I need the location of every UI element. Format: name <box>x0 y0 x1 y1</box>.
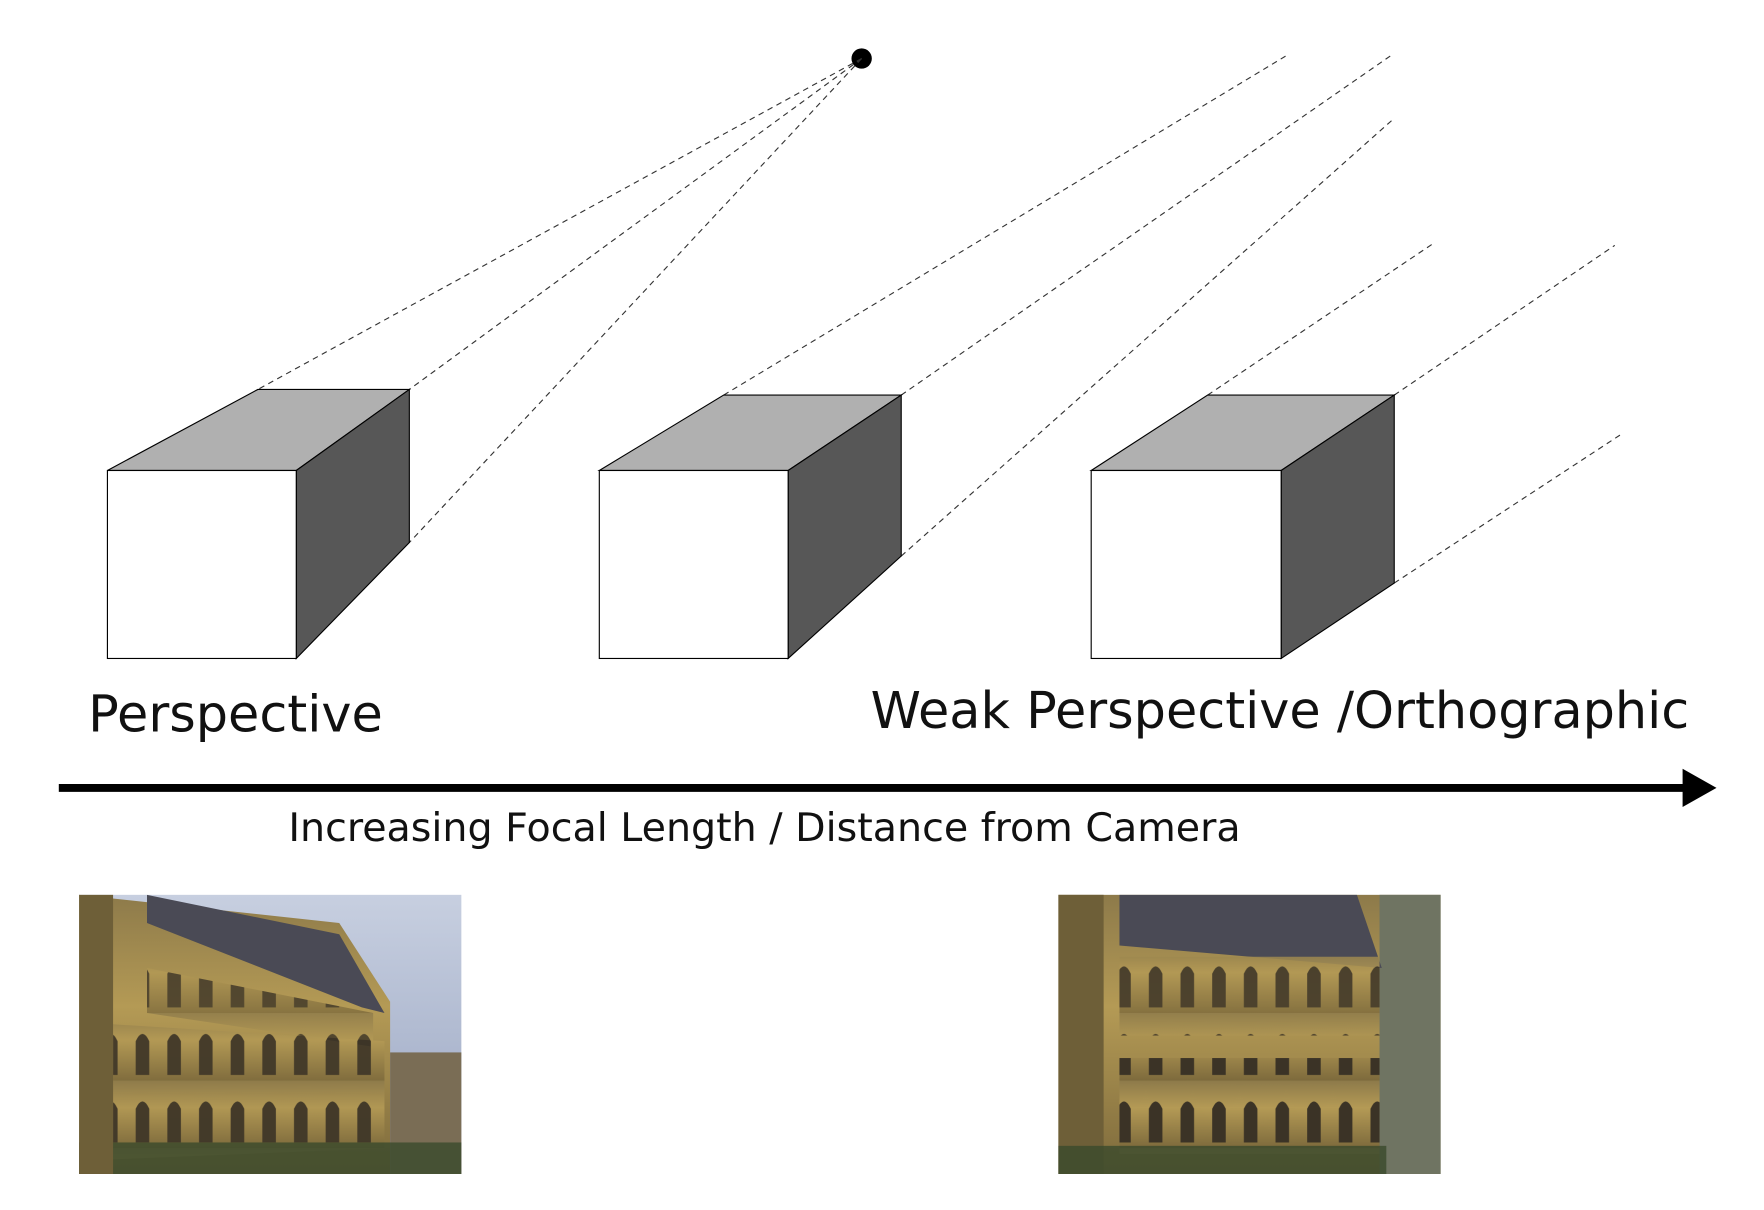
increasing-arrow <box>58 768 1717 808</box>
cube-perspective <box>106 388 412 660</box>
perspective-label: Perspective <box>88 685 383 744</box>
cube-intermediate <box>597 394 904 660</box>
axis-caption: Increasing Focal Length / Distance from … <box>288 805 1240 851</box>
cube-orthographic <box>1089 394 1397 660</box>
building-photo-perspective <box>79 894 462 1174</box>
projection-rays <box>257 53 1623 584</box>
weak-perspective-label: Weak Perspective /Orthographic <box>871 681 1690 740</box>
building-photo-orthographic <box>1058 894 1441 1174</box>
